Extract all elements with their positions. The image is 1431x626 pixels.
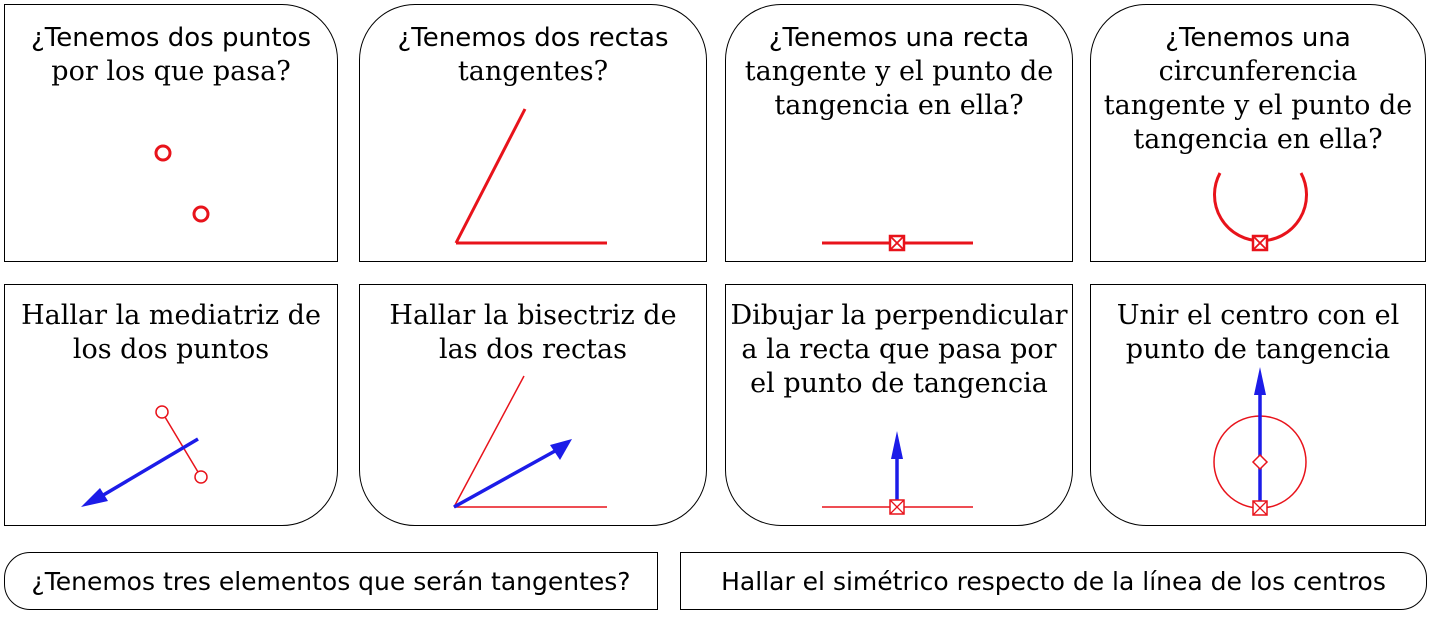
question-text: ¿Tenemos una recta tangente y el punto d… bbox=[726, 21, 1072, 123]
action-card-perpendicular-bisector: Hallar la mediatriz de los dos puntos bbox=[4, 284, 338, 526]
text-line: por los que pasa? bbox=[51, 56, 291, 87]
perpendicular-figure bbox=[822, 431, 973, 515]
action-text: Dibujar la perpendicular a la recta que … bbox=[726, 299, 1072, 401]
tangency-point-marker bbox=[888, 234, 906, 252]
text-line: tangencia en ella? bbox=[1133, 124, 1383, 155]
text-line: las dos rectas bbox=[439, 334, 627, 365]
text-line: ¿Tenemos dos puntos bbox=[30, 23, 312, 53]
action-text: Unir el centro con el punto de tangencia bbox=[1091, 299, 1425, 367]
mediatrix-arrow bbox=[99, 437, 199, 499]
action-text: Hallar la bisectriz de las dos rectas bbox=[360, 299, 706, 367]
text-line: Hallar la bisectriz de bbox=[389, 300, 677, 331]
question-text: ¿Tenemos dos puntos por los que pasa? bbox=[5, 21, 337, 89]
action-text: Hallar el simétrico respecto de la línea… bbox=[721, 566, 1386, 596]
text-line: el punto de tangencia bbox=[750, 368, 1048, 399]
point-a bbox=[155, 405, 169, 419]
tangency-point-marker bbox=[1251, 234, 1269, 252]
tangency-point-marker bbox=[889, 499, 905, 515]
text-line: Unir el centro con el bbox=[1116, 300, 1400, 331]
question-card-two-points: ¿Tenemos dos puntos por los que pasa? bbox=[4, 4, 338, 262]
bisector-figure bbox=[81, 405, 208, 507]
question-card-circle-and-point: ¿Tenemos una circunferencia tangente y e… bbox=[1090, 4, 1426, 262]
action-card-center-to-point: Unir el centro con el punto de tangencia bbox=[1090, 284, 1426, 526]
text-line: punto de tangencia bbox=[1125, 334, 1391, 365]
question-text: ¿Tenemos tres elementos que serán tangen… bbox=[31, 566, 631, 596]
text-line: ¿Tenemos una recta bbox=[768, 23, 1030, 53]
two-lines-figure bbox=[454, 108, 607, 245]
text-line: Hallar la mediatriz de bbox=[21, 300, 321, 331]
circle-point-figure bbox=[1213, 172, 1308, 252]
two-points-figure bbox=[154, 144, 210, 223]
line-point-figure bbox=[822, 234, 973, 252]
text-line: ¿Tenemos una bbox=[1165, 23, 1351, 53]
text-line: tangente y el punto de bbox=[744, 56, 1054, 87]
point-b bbox=[194, 470, 208, 484]
three-elements-question: ¿Tenemos tres elementos que serán tangen… bbox=[4, 552, 658, 610]
text-line: tangencia en ella? bbox=[774, 90, 1024, 121]
question-text: ¿Tenemos una circunferencia tangente y e… bbox=[1091, 21, 1425, 157]
center-point-figure bbox=[1213, 367, 1307, 516]
text-line: tangentes? bbox=[457, 56, 609, 87]
center-marker bbox=[1251, 453, 1269, 471]
tangency-point-marker bbox=[1252, 500, 1268, 516]
bisector-arrow bbox=[453, 449, 556, 509]
question-text: ¿Tenemos dos rectas tangentes? bbox=[360, 21, 706, 89]
text-line: Dibujar la perpendicular bbox=[730, 300, 1068, 331]
text-line: a la recta que pasa por bbox=[741, 334, 1057, 365]
text-line: tangente y el punto de bbox=[1103, 90, 1413, 121]
angle-bisector-figure bbox=[453, 375, 607, 509]
text-line: los dos puntos bbox=[72, 334, 270, 365]
text-line: ¿Tenemos dos rectas bbox=[397, 23, 669, 53]
action-text: Hallar la mediatriz de los dos puntos bbox=[5, 299, 337, 367]
tangent-line-b bbox=[454, 108, 527, 244]
tangent-circle-arc bbox=[1213, 172, 1308, 243]
action-card-perpendicular: Dibujar la perpendicular a la recta que … bbox=[725, 284, 1073, 526]
symmetric-action: Hallar el simétrico respecto de la línea… bbox=[680, 552, 1427, 610]
point-b bbox=[192, 205, 210, 223]
action-card-angle-bisector: Hallar la bisectriz de las dos rectas bbox=[359, 284, 707, 526]
question-card-two-lines: ¿Tenemos dos rectas tangentes? bbox=[359, 4, 707, 262]
question-card-line-and-point: ¿Tenemos una recta tangente y el punto d… bbox=[725, 4, 1073, 262]
point-a bbox=[154, 144, 172, 162]
text-line: circunferencia bbox=[1158, 56, 1358, 87]
